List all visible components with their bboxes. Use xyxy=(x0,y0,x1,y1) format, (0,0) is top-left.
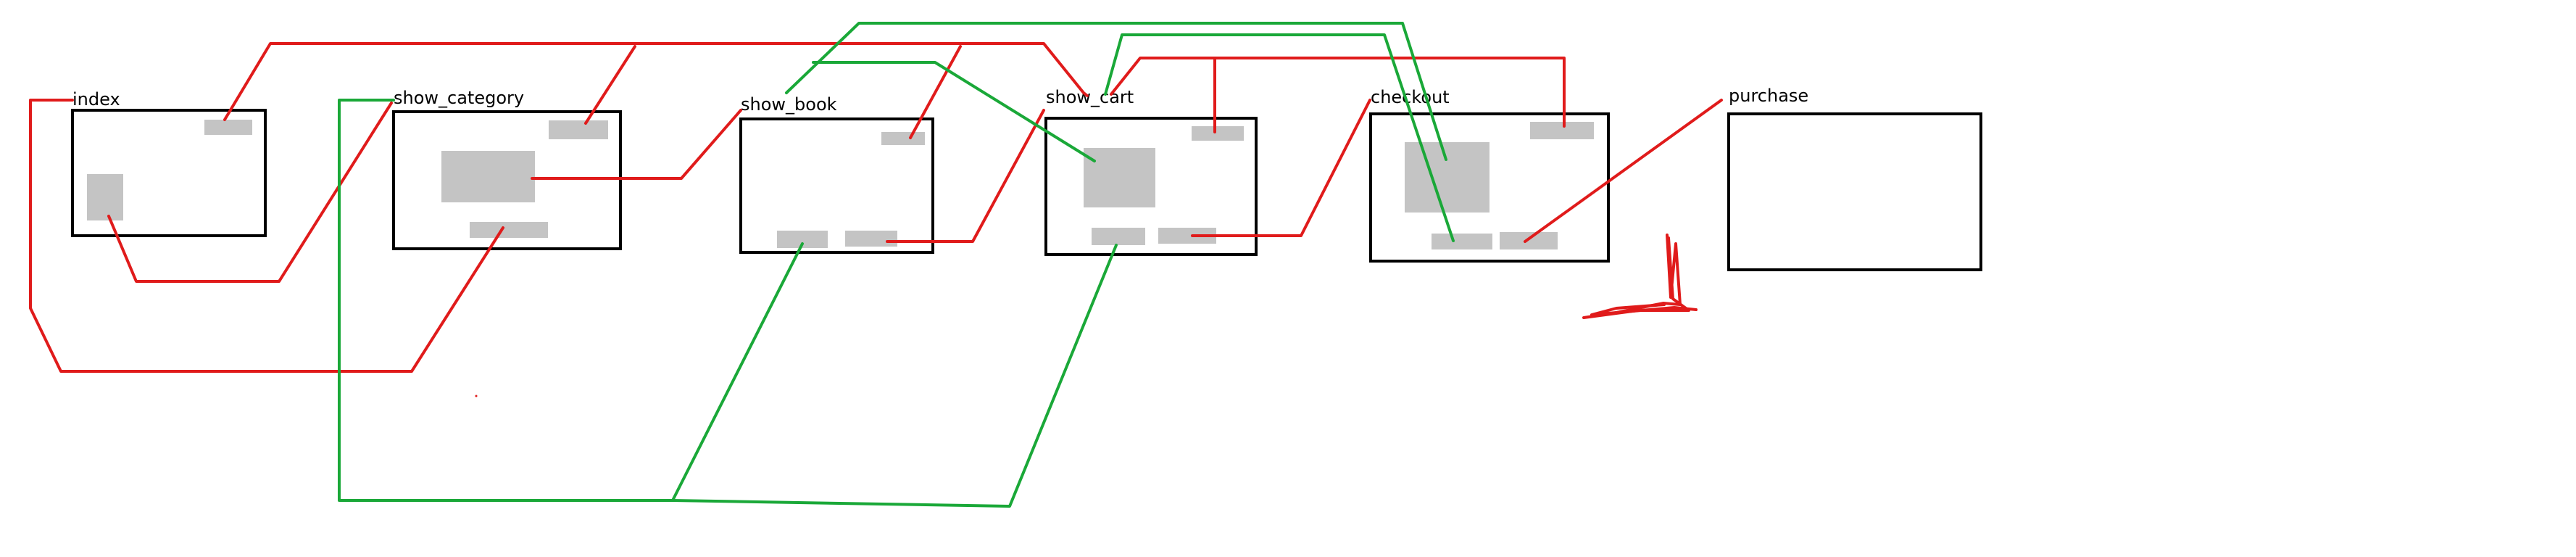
show-cart-header-widget xyxy=(1192,126,1244,141)
page-frame-show-book xyxy=(739,117,934,254)
index-category-widget xyxy=(87,174,123,220)
page-index: index xyxy=(71,89,267,237)
index-header-widget xyxy=(204,120,252,135)
red-scribble-mark xyxy=(1582,234,1698,319)
page-label-show-category: show_category xyxy=(394,88,524,108)
red-link-show-book-add-to-show-cart xyxy=(886,109,1045,243)
red-stray-dot xyxy=(475,395,478,397)
show-category-header-widget xyxy=(549,120,608,139)
page-frame-show-category xyxy=(392,110,622,250)
page-label-purchase: purchase xyxy=(1729,86,1808,106)
show-category-footer-widget xyxy=(470,222,548,238)
page-label-checkout: checkout xyxy=(1371,87,1450,107)
red-link-show-cart-checkout-to-checkout xyxy=(1191,99,1371,237)
page-label-show-book: show_book xyxy=(741,94,837,115)
page-frame-purchase xyxy=(1727,112,1982,271)
green-link-show-cart-to-checkout-back xyxy=(1104,33,1455,242)
checkout-back-widget xyxy=(1432,234,1492,249)
red-link-index-header-to-show-cart xyxy=(223,42,1089,121)
red-link-checkout-purchase-to-purchase xyxy=(1524,99,1723,243)
page-label-show-cart: show_cart xyxy=(1046,87,1134,107)
green-link-show-book-to-checkout-form xyxy=(785,22,1447,161)
checkout-purchase-widget xyxy=(1500,232,1558,249)
green-link-show-book-title-to-show-cart-items xyxy=(812,61,1096,162)
page-show-cart: show_cart xyxy=(1044,87,1258,256)
page-label-index: index xyxy=(72,89,120,110)
green-link-bottom-loop xyxy=(338,99,804,502)
page-checkout: checkout xyxy=(1369,87,1610,263)
page-frame-index xyxy=(71,109,267,237)
red-link-index-category-to-show-category xyxy=(107,102,393,283)
checkout-header-widget xyxy=(1530,122,1594,139)
show-book-add-to-cart-widget xyxy=(845,231,897,247)
page-frame-checkout xyxy=(1369,112,1610,263)
red-link-show-cart-title-to-checkout-header xyxy=(1110,57,1566,128)
green-links xyxy=(338,22,1455,508)
show-cart-items-widget xyxy=(1084,148,1155,207)
red-link-show-category-book-to-show-book xyxy=(531,109,742,180)
page-frame-show-cart xyxy=(1044,117,1258,256)
show-cart-checkout-widget xyxy=(1158,228,1216,244)
page-purchase: purchase xyxy=(1727,86,1982,271)
red-links xyxy=(29,42,1723,397)
red-link-show-category-footer-to-index xyxy=(29,99,504,373)
show-book-header-widget xyxy=(881,132,925,145)
red-link-show-book-header xyxy=(909,45,962,139)
page-show-category: show_category xyxy=(392,88,622,250)
checkout-form-widget xyxy=(1405,142,1489,213)
page-show-book: show_book xyxy=(739,94,934,254)
red-link-show-category-header-to-show-cart xyxy=(584,45,636,125)
green-link-show-cart-continue-to-loop xyxy=(671,244,1118,508)
show-category-book-widget xyxy=(441,151,535,202)
show-cart-continue-widget xyxy=(1092,228,1145,245)
